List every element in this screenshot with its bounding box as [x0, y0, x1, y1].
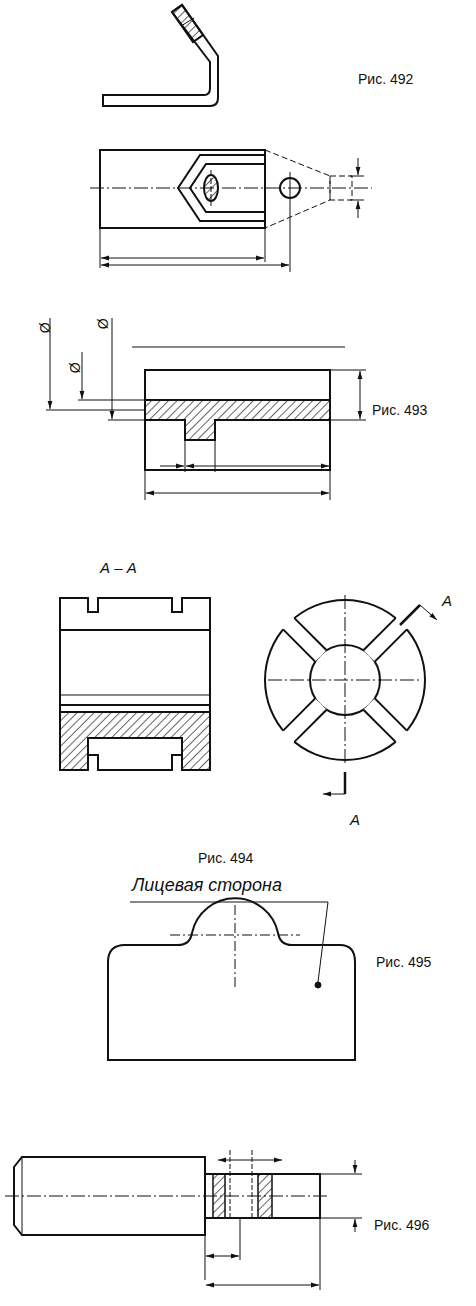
drawing-stroke: [60, 629, 210, 631]
drawing-stroke: [60, 712, 210, 770]
drawing-stroke: [206, 1285, 319, 1286]
drawing-stroke: [240, 1218, 241, 1260]
section-line: [268, 595, 437, 794]
drawing-stroke: [218, 1160, 282, 1161]
bent-part-top: [103, 5, 218, 106]
drawing-stroke: [205, 1235, 206, 1280]
drawing-stroke: [108, 898, 355, 1060]
drawing-stroke: [350, 200, 364, 201]
drawing-stroke: [112, 318, 113, 419]
drawing-stroke: [375, 629, 407, 661]
drawing-stroke: [60, 695, 210, 696]
drawing-stroke: [190, 164, 265, 212]
drawing-stroke: [172, 5, 203, 42]
drawing-stroke: [294, 618, 326, 650]
drawing-stroke: [330, 420, 366, 421]
drawing-stroke: [213, 1174, 225, 1218]
drawing-stroke: [100, 228, 101, 268]
drawing-stroke: [320, 1218, 362, 1219]
drawing-stroke: [363, 698, 408, 743]
drawing-stroke: [178, 155, 265, 221]
drawing-stroke: [315, 982, 321, 988]
figure-caption: Рис. 492: [358, 72, 413, 87]
section-letter: А: [442, 593, 452, 610]
drawing-stroke: [330, 370, 366, 371]
drawing-stroke: [5, 1196, 330, 1197]
drawing-stroke: [358, 201, 359, 218]
bent-part-front: [90, 150, 372, 272]
drawing-stroke: [145, 370, 330, 470]
bushing-section: [60, 598, 210, 770]
drawing-stroke: [360, 371, 361, 419]
pin-part: [5, 1150, 362, 1290]
drawing-stroke: [46, 410, 145, 411]
drawing-stroke: [108, 420, 145, 421]
drawing-stroke: [363, 710, 395, 742]
diameter-sign: Ø: [38, 322, 53, 333]
drawing-stroke: [78, 400, 145, 401]
drawing-stroke: [420, 605, 437, 620]
drawing-stroke: [60, 704, 210, 706]
drawing-stroke: [265, 228, 266, 262]
drawing-stroke: [355, 1160, 356, 1173]
figure-caption: Рис. 495: [376, 955, 431, 970]
drawing-stroke: [101, 265, 289, 266]
drawing-stroke: [181, 18, 194, 26]
drawing-stroke: [211, 170, 212, 206]
drawing-stroke: [355, 1219, 356, 1232]
figure-caption: Рис. 494: [198, 851, 253, 866]
plate-outline: [108, 898, 355, 1060]
drawing-stroke: [206, 1256, 239, 1257]
drawing-stroke: [258, 1174, 272, 1218]
drawing-stroke: [185, 440, 186, 472]
drawing-stroke: [145, 400, 330, 440]
note-text: Лицевая сторона: [132, 876, 282, 896]
drawing-stroke: [281, 616, 326, 661]
section-letter: А: [350, 812, 360, 829]
drawing-stroke: [281, 698, 326, 743]
drawing-stroke: [320, 1174, 362, 1175]
drawing-stroke: [235, 905, 236, 990]
drawing-stroke: [215, 440, 216, 472]
drawing-stroke: [330, 470, 331, 500]
drawing-stroke: [330, 176, 352, 200]
figure-caption: Рис. 496: [374, 1218, 429, 1233]
drawing-stroke: [205, 1174, 320, 1218]
drawing-stroke: [265, 150, 330, 228]
drawing-stroke: [344, 772, 347, 794]
drawing-stroke: [323, 794, 345, 795]
drawing-stroke: [350, 176, 364, 177]
diameter-sign: Ø: [96, 318, 111, 329]
drawing-stroke: [318, 902, 328, 982]
drawing-stroke: [60, 598, 210, 770]
drawing-stroke: [160, 466, 184, 467]
drawing-stroke: [103, 5, 218, 106]
drawing-stroke: [130, 902, 328, 903]
drawing-stroke: [186, 466, 329, 467]
drawing-stroke: [283, 698, 315, 730]
drawing-stroke: [320, 1218, 321, 1290]
drawing-stroke: [290, 172, 291, 272]
drawing-stroke: [132, 347, 345, 348]
section-label: А – А: [100, 560, 137, 577]
drawing-stroke: [82, 352, 83, 399]
drawing-stroke: [170, 935, 300, 936]
figure-caption: Рис. 493: [372, 403, 427, 418]
diameter-sign: Ø: [68, 362, 83, 373]
drawing-stroke: [146, 493, 329, 494]
drawing-stroke: [145, 470, 146, 500]
drawing-stroke: [400, 605, 420, 625]
drawing-stroke: [101, 258, 264, 259]
drawing-stroke: [345, 595, 346, 765]
drawing-stroke: [358, 158, 359, 175]
flange-section: [46, 318, 366, 500]
drawing-stroke: [100, 150, 265, 228]
